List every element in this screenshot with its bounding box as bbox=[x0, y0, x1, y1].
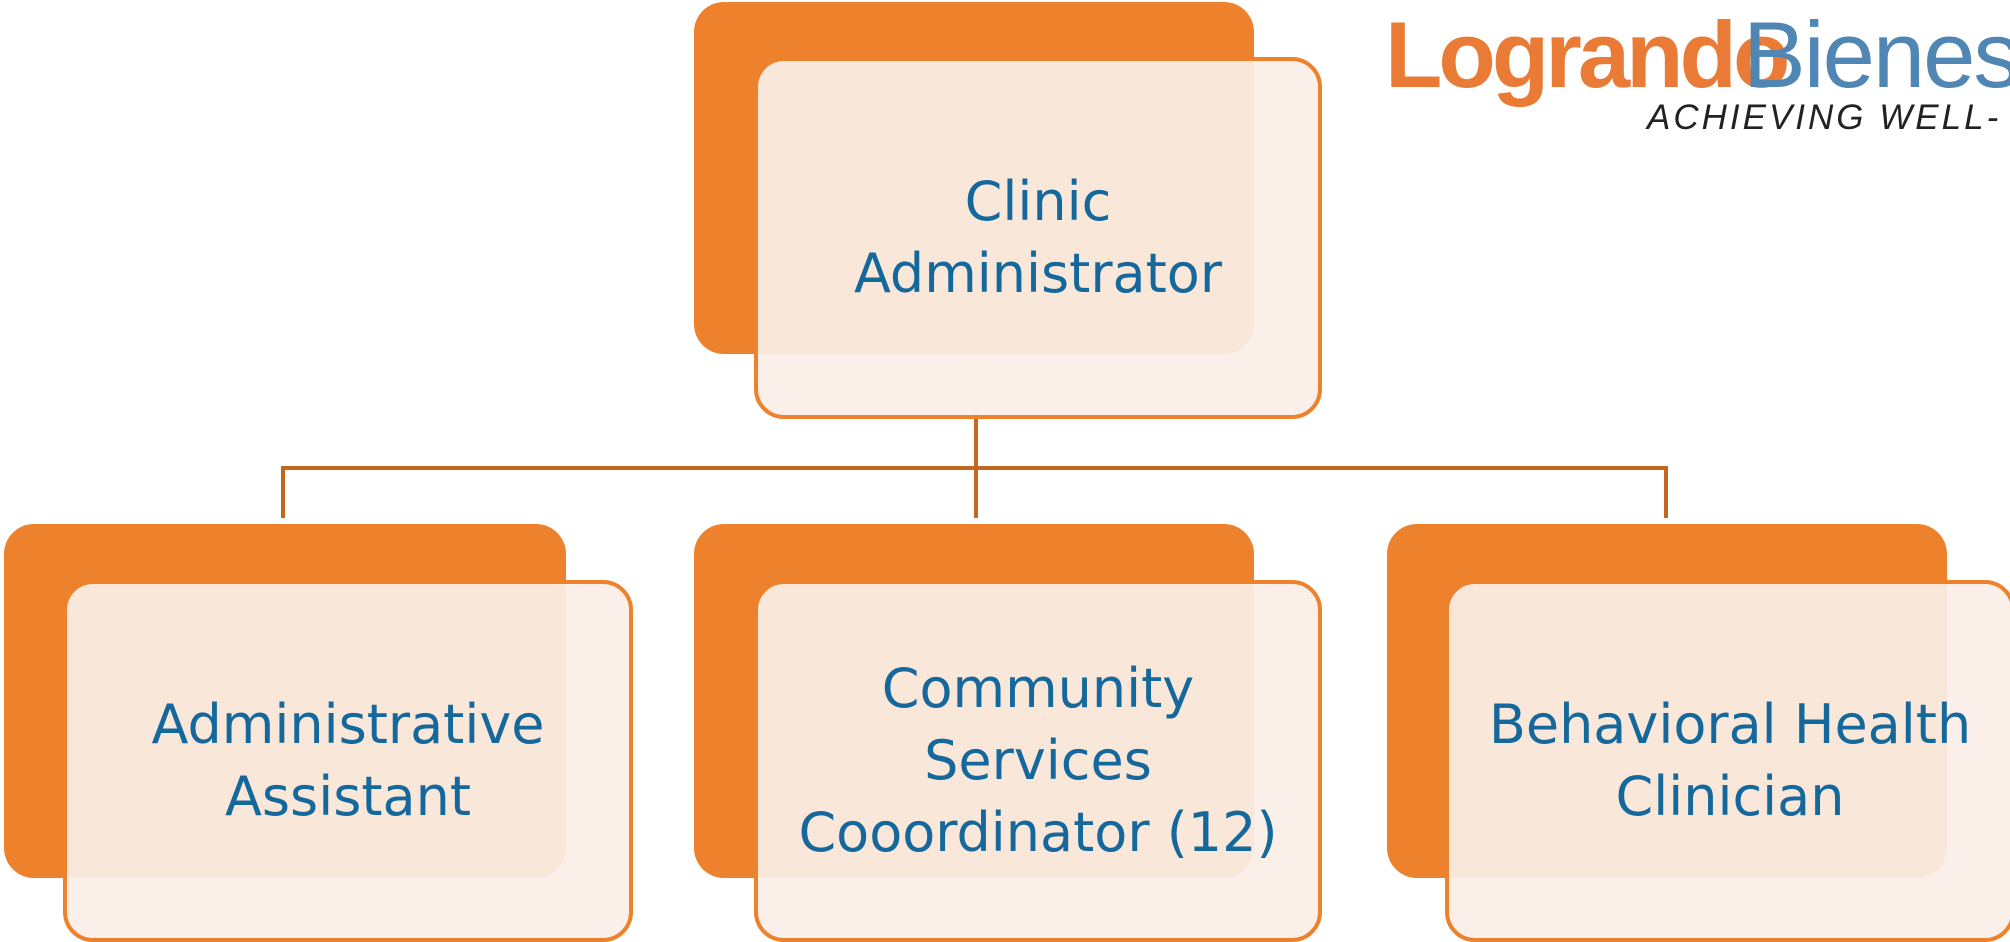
root-node-card: Clinic Administrator bbox=[754, 57, 1322, 419]
logo-tagline: ACHIEVING WELL- bbox=[1647, 98, 2002, 137]
child-node-card-2: Community Services Cooordinator (12) bbox=[754, 580, 1322, 942]
child-node-card-3: Behavioral Health Clinician bbox=[1445, 580, 2010, 942]
child-node-label-2: Community Services Cooordinator (12) bbox=[798, 657, 1278, 864]
logo-word-primary: Logrando bbox=[1385, 2, 1790, 107]
child-node-label-1: Administrative Assistant bbox=[151, 693, 545, 828]
logrando-bienestar-logo: Logrando Bienes ACHIEVING WELL- bbox=[1385, 0, 2010, 150]
child-node-label-3: Behavioral Health Clinician bbox=[1488, 693, 1972, 828]
child-node-card-1: Administrative Assistant bbox=[63, 580, 633, 942]
root-node-label: Clinic Administrator bbox=[853, 170, 1223, 305]
logo-word-secondary: Bienes bbox=[1743, 2, 2010, 107]
